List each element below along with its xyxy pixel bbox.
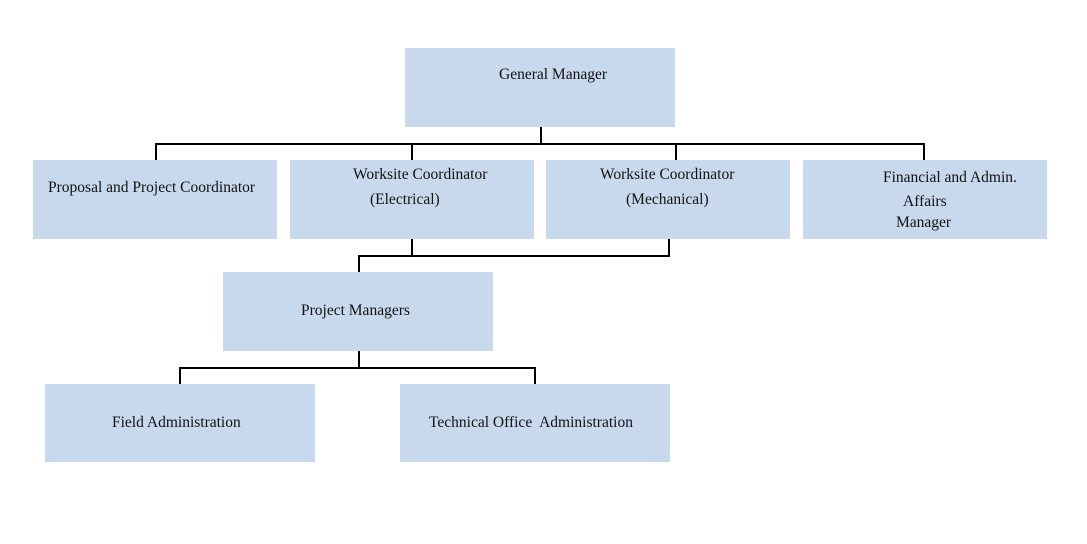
worksite-mechanical-line2: (Mechanical) [626,191,709,208]
general-manager-box: General Manager [405,48,675,127]
financial-manager-line1: Financial and Admin. [883,169,1017,186]
general-manager-label: General Manager [499,66,608,83]
project-managers-label: Project Managers [301,302,410,319]
financial-manager-line2: Affairs [903,193,947,210]
technical-office-box: Technical Office Administration [400,384,670,462]
worksite-mechanical-line1: Worksite Coordinator [600,166,735,183]
field-administration-box: Field Administration [45,384,315,462]
proposal-coordinator-label: Proposal and Project Coordinator [48,179,256,196]
worksite-electrical-line1: Worksite Coordinator [353,166,488,183]
project-managers-box: Project Managers [223,272,493,351]
worksite-mechanical-box: Worksite Coordinator (Mechanical) [546,160,790,239]
financial-manager-box: Financial and Admin. Affairs Manager [803,160,1047,239]
financial-manager-line3: Manager [896,214,952,231]
technical-office-label: Technical Office Administration [429,414,633,431]
worksite-electrical-box: Worksite Coordinator (Electrical) [290,160,534,239]
proposal-coordinator-box: Proposal and Project Coordinator [33,160,277,239]
field-administration-label: Field Administration [112,414,241,431]
worksite-electrical-line2: (Electrical) [370,191,440,208]
